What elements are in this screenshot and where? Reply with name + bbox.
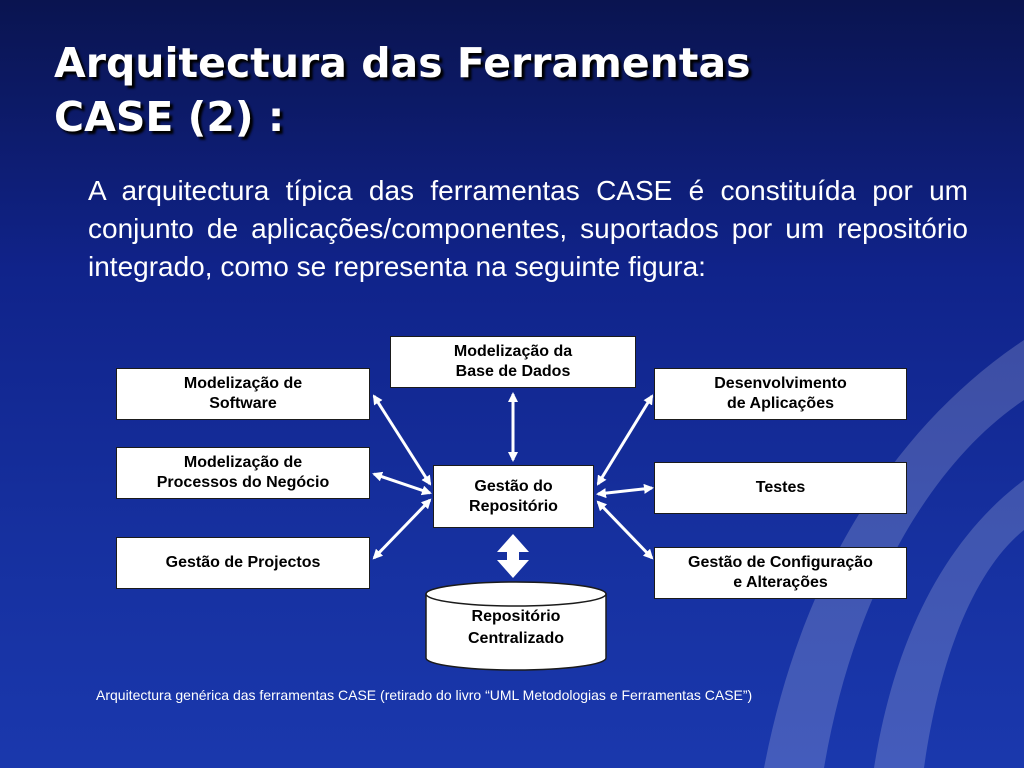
box-modelizacao-software: Modelização de Software	[116, 368, 370, 420]
figure-caption: Arquitectura genérica das ferramentas CA…	[96, 687, 753, 703]
arrow-desenvolvimento	[596, 394, 654, 486]
box-gestao-repositorio: Gestão do Repositório	[433, 465, 594, 528]
slide-body-text: A arquitectura típica das ferramentas CA…	[88, 175, 968, 282]
repositorio-cylinder	[425, 581, 607, 671]
label-repositorio-centralizado: Repositório Centralizado	[467, 608, 564, 647]
arrow-repositorio-bidirectional	[497, 534, 529, 578]
decorative-swoosh	[764, 340, 1024, 768]
arrow-software	[372, 394, 432, 486]
arrow-configuracao	[596, 500, 654, 560]
arrow-testes	[596, 483, 654, 499]
slide-title: Arquitectura das Ferramentas CASE (2) :	[54, 39, 751, 141]
arrow-processos	[372, 471, 432, 496]
box-testes: Testes	[654, 462, 907, 514]
box-gestao-configuracao: Gestão de Configuração e Alterações	[654, 547, 907, 599]
arrow-projectos	[372, 498, 432, 560]
box-desenvolvimento-aplicacoes: Desenvolvimento de Aplicações	[654, 368, 907, 420]
box-modelizacao-base-dados: Modelização da Base de Dados	[390, 336, 636, 388]
box-modelizacao-processos: Modelização de Processos do Negócio	[116, 447, 370, 499]
box-gestao-projectos: Gestão de Projectos	[116, 537, 370, 589]
